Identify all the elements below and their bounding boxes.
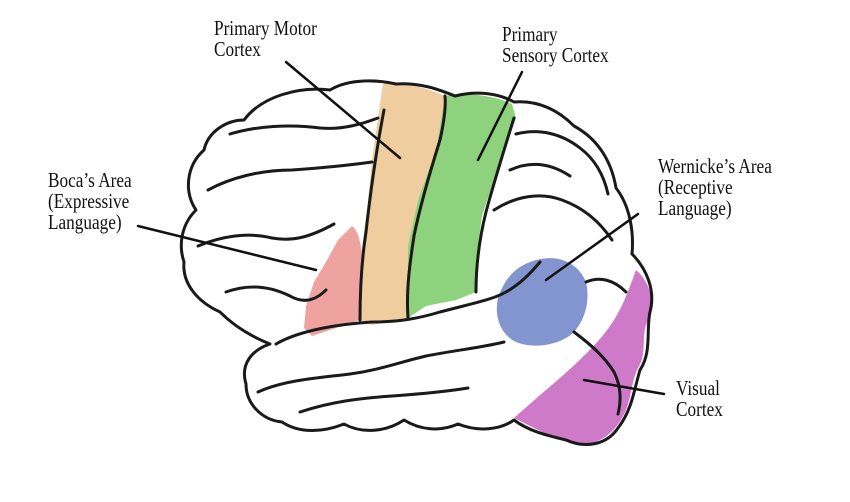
visual-label-line-2: Cortex [676, 397, 723, 421]
occipital-gyrus-line [572, 330, 622, 416]
wernicke-label-line-2: (Receptive [658, 175, 733, 199]
wernickes-area-region [496, 258, 588, 346]
sensory-pointer-line [476, 70, 524, 162]
sensory-label-line-1: Primary [502, 22, 558, 46]
motor-label-line-1: Primary Motor [214, 16, 317, 40]
broca-label-line-2: (Expressive [48, 189, 130, 213]
pointer-lines [136, 60, 666, 396]
broca-pointer-line [136, 224, 318, 272]
brocas-area-region [304, 226, 362, 336]
primary-motor-cortex-label: Primary Motor Cortex [214, 18, 317, 60]
lateral-sulcus [274, 260, 542, 346]
frontal-gyrus-line [224, 285, 328, 302]
brocas-area-label: Boca’s Area (Expressive Language) [48, 170, 132, 233]
parietal-gyrus-line [514, 130, 610, 196]
temporal-gyrus-line [256, 340, 506, 394]
parietal-gyrus-line [508, 162, 572, 178]
sensory-label-line-2: Sensory Cortex [502, 43, 609, 67]
postcentral-sulcus [474, 116, 516, 294]
wernicke-label-line-1: Wernicke’s Area [658, 154, 772, 178]
cortex-regions [304, 82, 652, 445]
precentral-sulcus [358, 108, 386, 322]
central-sulcus [405, 94, 447, 320]
parietal-gyrus-line [492, 194, 614, 242]
wernicke-pointer-line [544, 212, 640, 282]
visual-cortex-region [514, 270, 652, 445]
occipital-gyrus-line [584, 277, 628, 294]
visual-pointer-line [582, 378, 666, 396]
brain-outline [179, 79, 654, 446]
motor-pointer-line [284, 60, 402, 160]
primary-sensory-cortex-region [408, 94, 516, 318]
primary-sensory-cortex-label: Primary Sensory Cortex [502, 24, 609, 66]
frontal-gyrus-line [196, 222, 336, 248]
wernickes-area-label: Wernicke’s Area (Receptive Language) [658, 156, 772, 219]
visual-label-line-1: Visual [676, 376, 720, 400]
wernicke-label-line-3: Language) [658, 196, 732, 220]
broca-label-line-1: Boca’s Area [48, 168, 132, 192]
frontal-gyrus-line [206, 160, 374, 192]
cerebrum-outline [179, 79, 654, 446]
visual-cortex-label: Visual Cortex [676, 378, 723, 420]
broca-label-line-3: Language) [48, 210, 122, 234]
temporal-gyrus-line [298, 386, 470, 414]
motor-label-line-2: Cortex [214, 37, 261, 61]
